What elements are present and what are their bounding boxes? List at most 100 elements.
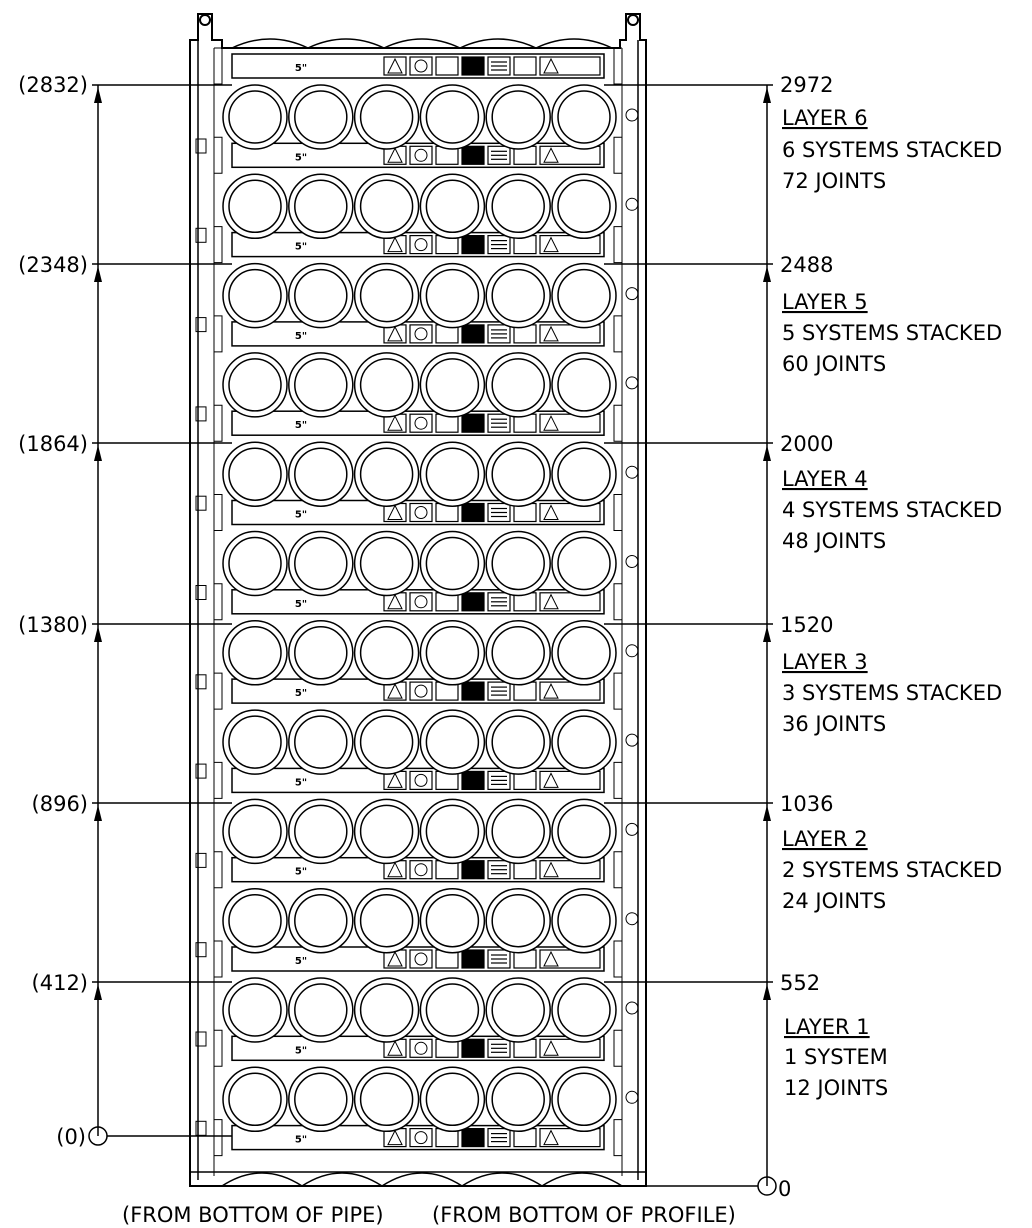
weight-icon <box>539 413 601 433</box>
layer-systems: 3 SYSTEMS STACKED <box>782 681 1002 705</box>
profile-bars: 5"5"5"5"5"5"5"5"5"5"5"5"5" <box>214 47 622 1157</box>
pipe-row <box>195 173 639 243</box>
profile-label-bar: 5" <box>214 1119 622 1157</box>
pipe-joint <box>419 798 486 865</box>
layer-systems: 6 SYSTEMS STACKED <box>782 138 1002 162</box>
pipe-joint <box>353 441 420 507</box>
pipe-joint <box>551 798 617 865</box>
right-level-label: 552 <box>780 971 820 995</box>
pipe-joint <box>551 84 617 150</box>
left-level-label: (2348) <box>18 253 88 277</box>
arrow-up-icon <box>94 87 102 103</box>
arrow-up-icon <box>94 445 102 461</box>
pipe-joint <box>288 352 354 418</box>
right-lifting-eye-icon <box>627 14 639 26</box>
right-level-label: 1520 <box>780 613 833 637</box>
pipe-joint <box>222 352 288 418</box>
lift-icon <box>461 770 485 791</box>
right-dimension-line <box>604 442 773 461</box>
layer-joints: 48 JOINTS <box>782 529 886 553</box>
left-dimension-line <box>92 802 232 821</box>
profile-label-bar: 5" <box>214 761 622 799</box>
arrow-up-icon <box>94 266 102 282</box>
pipe-joint <box>222 887 288 954</box>
right-level-label: 2488 <box>780 253 833 277</box>
left-level-label: (412) <box>32 971 88 995</box>
weight-icon <box>539 1038 601 1058</box>
caption-from-bottom-of-pipe: (FROM BOTTOM OF PIPE) <box>122 1203 384 1227</box>
profile-label-bar: 5" <box>214 672 622 710</box>
pipe-joint <box>551 977 617 1043</box>
layer-systems: 5 SYSTEMS STACKED <box>782 321 1002 345</box>
pipe-joint <box>551 173 617 240</box>
stack-icon <box>487 770 511 791</box>
profile-size-label: 5" <box>295 1045 307 1056</box>
layer-title: LAYER 5 <box>782 290 868 314</box>
circle-icon <box>409 56 433 76</box>
pipe-joint <box>485 441 551 507</box>
ce-icon <box>435 56 459 76</box>
weight-icon <box>539 1127 601 1148</box>
stack-icon <box>487 235 511 255</box>
pipe-joint <box>288 798 354 865</box>
pipe-row <box>195 84 639 154</box>
pipe-joint <box>288 262 354 329</box>
pipe-joint <box>485 262 551 329</box>
pipe-joint <box>353 977 420 1043</box>
pipe-joint <box>419 620 486 686</box>
pipe-joint <box>288 887 354 954</box>
circle-icon <box>409 949 433 969</box>
pipe-row <box>195 709 639 779</box>
right-dimension-line <box>604 84 773 103</box>
pipe-joint <box>485 887 551 954</box>
pipe-joint <box>353 709 420 775</box>
pipe-rows <box>195 84 639 1136</box>
pipe-joint <box>551 709 617 775</box>
left-level-label: (1380) <box>18 613 88 637</box>
stack-icon <box>487 502 511 523</box>
profile-label-bar: 5" <box>214 583 622 621</box>
circle-icon <box>409 235 433 255</box>
pipe-joint <box>353 620 420 686</box>
circle-icon <box>409 1127 433 1148</box>
left-dimension-line <box>92 263 232 282</box>
layer-title: LAYER 3 <box>782 650 868 674</box>
weight-icon <box>539 56 601 76</box>
pipe-joint <box>485 620 551 686</box>
lift-icon <box>461 413 485 433</box>
arrow-up-icon <box>763 266 771 282</box>
layer-joints: 12 JOINTS <box>784 1076 888 1100</box>
circle-icon <box>409 1038 433 1058</box>
circle-icon <box>409 145 433 165</box>
lift-icon <box>461 145 485 165</box>
pipe-joint <box>222 798 288 865</box>
profile-label-bar: 5" <box>214 940 622 978</box>
right-dimension-column <box>604 84 777 1196</box>
pipe-row <box>195 977 639 1047</box>
lift-icon <box>461 1127 485 1148</box>
layer-title: LAYER 2 <box>782 827 868 851</box>
pipe-row <box>195 798 639 868</box>
pipe-joint <box>222 441 288 507</box>
pipe-joint <box>353 1066 420 1133</box>
layer-joints: 36 JOINTS <box>782 712 886 736</box>
pipe-joint <box>353 262 420 329</box>
lift-icon <box>461 860 485 880</box>
profile-size-label: 5" <box>295 867 307 878</box>
pipe-joint <box>485 798 551 865</box>
stack-icon <box>487 681 511 701</box>
profile-size-label: 5" <box>295 331 307 342</box>
right-dimension-line <box>604 981 773 1000</box>
pipe-joint <box>353 352 420 418</box>
left-lifting-eye-icon <box>199 14 211 26</box>
arrow-up-icon <box>763 626 771 642</box>
pipe-joint <box>485 709 551 775</box>
pipe-joint <box>222 530 288 597</box>
profile-size-label: 5" <box>295 777 307 788</box>
stack-icon <box>487 592 511 612</box>
profile-size-label: 5" <box>295 1135 307 1146</box>
right-dimension-line <box>604 263 773 282</box>
circle-icon <box>409 681 433 701</box>
lift-icon <box>461 56 485 76</box>
layer-joints: 24 JOINTS <box>782 889 886 913</box>
